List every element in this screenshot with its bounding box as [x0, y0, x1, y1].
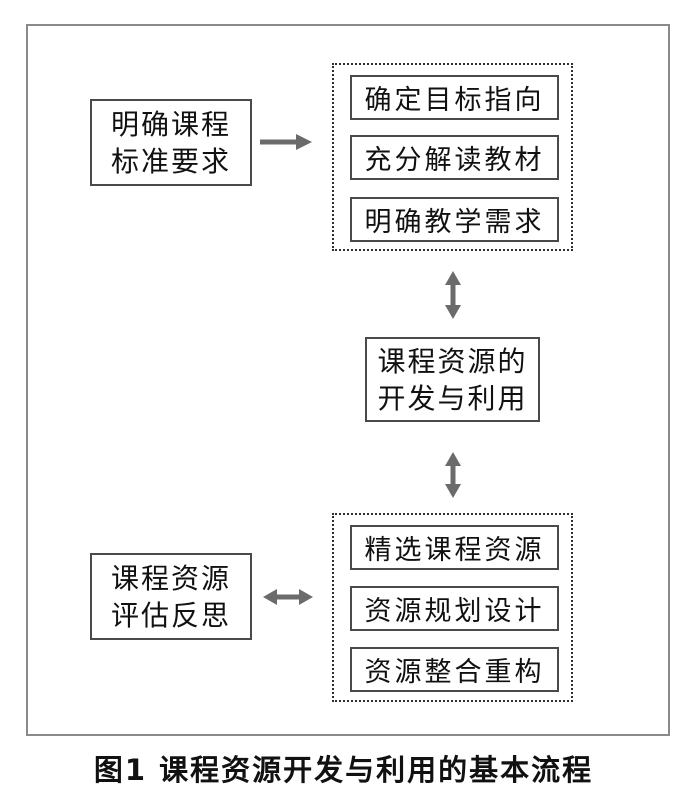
- dashed-group-analysis: 确定目标指向 充分解读教材 明确教学需求: [332, 63, 573, 251]
- double-horizontal-arrow-icon: [263, 588, 313, 606]
- double-vertical-arrow-top-icon: [444, 271, 462, 319]
- step-plan-design: 资源规划设计: [350, 586, 559, 631]
- step-determine-goal-label: 确定目标指向: [364, 85, 545, 116]
- step-integrate-restructure-label: 资源整合重构: [364, 657, 545, 688]
- dashed-group-implementation: 精选课程资源 资源规划设计 资源整合重构: [332, 513, 573, 702]
- box-clarify-standard-line2: 标准要求: [110, 144, 231, 178]
- box-evaluate-reflect: 课程资源 评估反思: [90, 553, 252, 640]
- step-integrate-restructure: 资源整合重构: [350, 647, 559, 692]
- box-develop-utilize-line2: 开发与利用: [377, 381, 528, 415]
- box-develop-utilize-line1: 课程资源的: [377, 344, 528, 378]
- step-clarify-teaching-needs-label: 明确教学需求: [364, 207, 545, 238]
- box-evaluate-reflect-line1: 课程资源: [110, 561, 231, 595]
- step-clarify-teaching-needs: 明确教学需求: [350, 197, 559, 242]
- step-interpret-material-label: 充分解读教材: [364, 145, 545, 176]
- right-arrow-icon: [260, 133, 312, 151]
- step-select-resources-label: 精选课程资源: [364, 535, 545, 566]
- double-vertical-arrow-bottom-icon: [444, 452, 462, 498]
- box-develop-utilize: 课程资源的 开发与利用: [365, 337, 540, 422]
- box-clarify-standard: 明确课程 标准要求: [90, 99, 252, 186]
- figure-caption: 图1 课程资源开发与利用的基本流程: [93, 753, 594, 787]
- step-select-resources: 精选课程资源: [350, 525, 559, 570]
- step-determine-goal: 确定目标指向: [350, 75, 559, 120]
- step-interpret-material: 充分解读教材: [350, 135, 559, 180]
- box-clarify-standard-line1: 明确课程: [110, 107, 231, 141]
- box-evaluate-reflect-line2: 评估反思: [110, 598, 231, 632]
- step-plan-design-label: 资源规划设计: [364, 596, 545, 627]
